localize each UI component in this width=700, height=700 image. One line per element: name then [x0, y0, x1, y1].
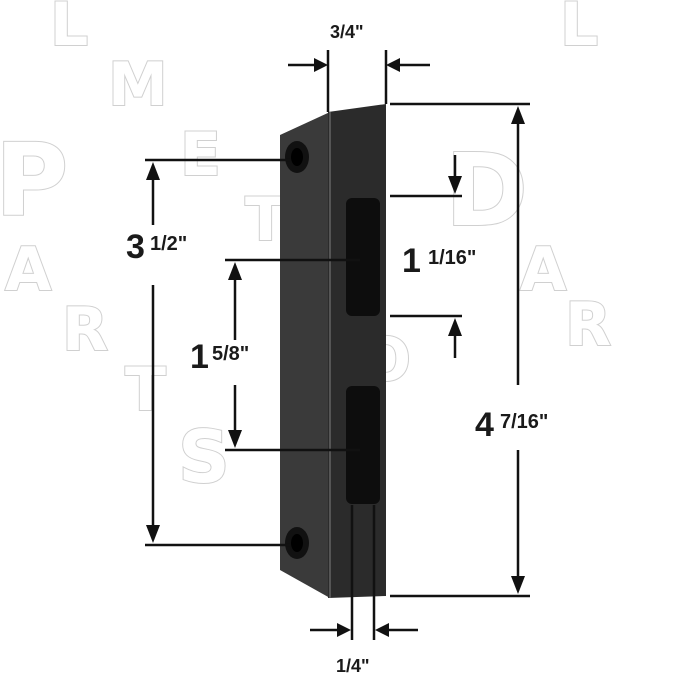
watermark: L M E T T O P A R T S D A R L: [0, 0, 612, 500]
slot-length-fraction: 1/16": [428, 247, 476, 269]
watermark-letter: S: [178, 415, 230, 499]
upper-slot: [346, 198, 380, 316]
slot-gap-whole: 1: [190, 338, 209, 376]
lower-slot: [346, 386, 380, 504]
watermark-letter: L: [560, 0, 598, 60]
watermark-letter: T: [125, 355, 166, 425]
watermark-letter: P: [0, 122, 68, 239]
slot-length-whole: 1: [402, 242, 421, 280]
watermark-letter: M: [108, 50, 168, 120]
slot-gap-fraction: 5/8": [212, 343, 249, 365]
plate-bevel: [280, 112, 330, 598]
total-height-whole: 4: [475, 406, 494, 444]
plate-face: [328, 104, 386, 598]
watermark-letter: R: [62, 295, 108, 365]
slot-width-label: 1/4": [336, 656, 370, 676]
watermark-letter: L: [50, 0, 88, 60]
watermark-letter: T: [245, 185, 286, 255]
strike-plate: [280, 104, 386, 598]
watermark-letter: D: [445, 132, 528, 249]
width-top-label: 3/4": [330, 22, 364, 42]
dimension-lines: [145, 50, 530, 640]
total-height-fraction: 7/16": [500, 411, 548, 433]
watermark-letter: E: [180, 120, 221, 190]
watermark-letter: A: [5, 235, 52, 305]
hole-spacing-fraction: 1/2": [150, 233, 187, 255]
watermark-letter: R: [565, 290, 611, 360]
hole-spacing-whole: 3: [126, 228, 145, 266]
dimension-labels: 3/4" 3 1/2" 1 5/8" 1 1/16" 4 7/16" 1/4": [126, 22, 548, 676]
watermark-letter: A: [520, 235, 567, 305]
